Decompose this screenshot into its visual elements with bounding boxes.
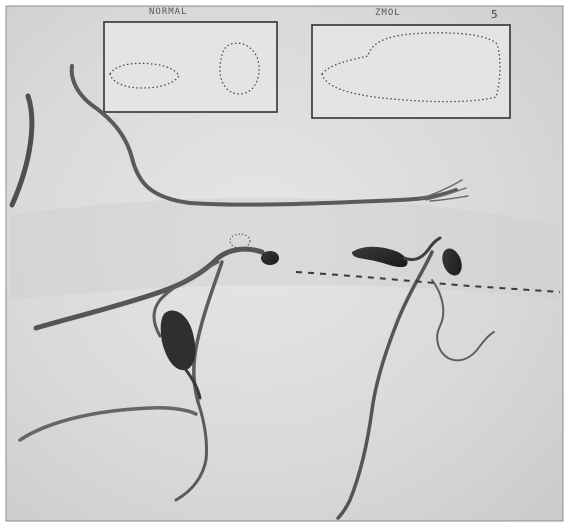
terminal-dark-blob <box>261 251 279 265</box>
inset-panel-right <box>312 25 510 118</box>
figure-number: 5 <box>491 8 498 21</box>
label-normal: NORMAL <box>149 7 188 17</box>
paper-shading <box>10 198 560 300</box>
label-zmol: ZMOL <box>375 8 401 18</box>
inset-panel-left <box>104 22 277 112</box>
